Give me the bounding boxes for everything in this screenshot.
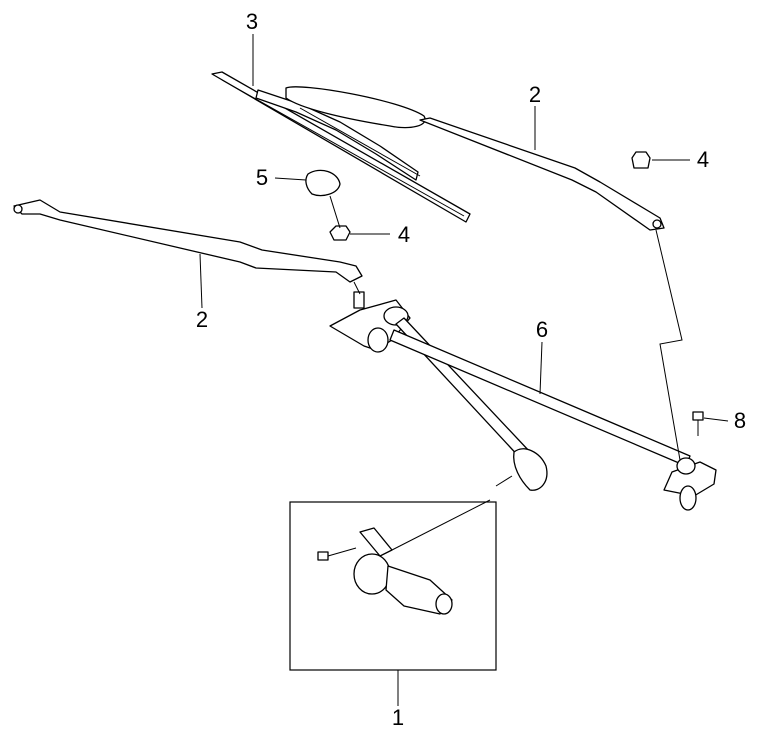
callout-motor: 1 [391, 705, 405, 730]
leader-lines [199, 34, 729, 706]
wiper-linkage [329, 291, 717, 511]
nut-left [329, 225, 351, 241]
callout-arm-right: 2 [528, 82, 542, 107]
wiper-arm-left [13, 199, 363, 283]
cap [305, 169, 341, 197]
motor-assembly [289, 501, 497, 671]
callout-cap: 5 [255, 165, 269, 190]
callout-bolt: 8 [733, 408, 747, 433]
wiper-arm-right [285, 86, 665, 231]
bolt [692, 411, 704, 436]
callout-nut-right: 4 [696, 147, 710, 172]
callout-linkage: 6 [535, 317, 549, 342]
callout-arm-left: 2 [195, 307, 209, 332]
callout-nut-left: 4 [397, 222, 411, 247]
nut-right [631, 151, 651, 169]
callout-blade: 3 [245, 9, 259, 34]
wiper-blade [211, 71, 471, 223]
